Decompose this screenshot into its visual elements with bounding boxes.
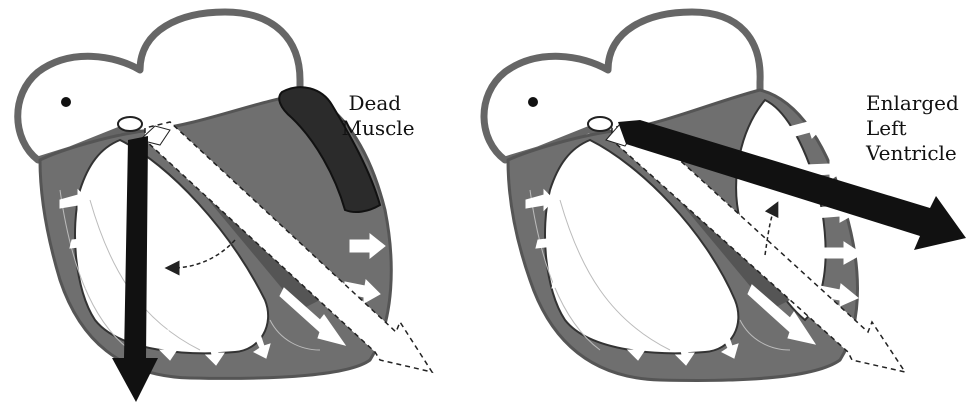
sa-node-dot: [61, 97, 71, 107]
enlarged-left-ventricle-label: Enlarged Left Ventricle: [865, 91, 965, 165]
dead-muscle-label-line-2: Muscle: [341, 116, 414, 140]
left-heart-diagram: Dead Muscle: [18, 12, 432, 402]
right-sa-node-dot: [528, 97, 538, 107]
dead-muscle-label: Dead Muscle: [341, 91, 414, 140]
right-av-node: [588, 117, 612, 131]
dead-muscle-label-line-1: Dead: [349, 91, 402, 115]
av-node: [118, 117, 142, 131]
right-heart-diagram: Enlarged Left Ventricle: [484, 12, 966, 380]
elv-label-line-3: Ventricle: [865, 141, 957, 165]
elv-label-line-1: Enlarged: [866, 91, 959, 115]
elv-label-line-2: Left: [866, 116, 907, 140]
